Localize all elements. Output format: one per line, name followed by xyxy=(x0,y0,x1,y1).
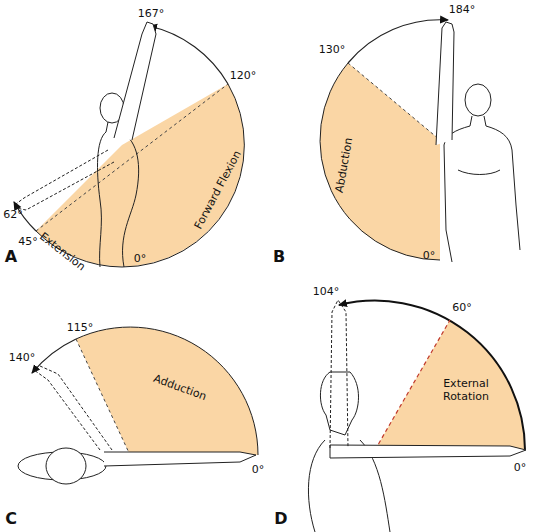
angle-label: 45° xyxy=(18,236,38,249)
angle-label: 0° xyxy=(423,250,436,263)
angle-label: 115° xyxy=(67,322,94,335)
motion-label: External Rotation xyxy=(430,378,502,403)
angle-label: 62° xyxy=(3,209,23,222)
angle-label: 60° xyxy=(452,302,472,315)
angle-label: 0° xyxy=(252,464,265,477)
angle-label: 0° xyxy=(134,253,147,266)
angle-label: 140° xyxy=(9,352,36,365)
panel-letter: B xyxy=(273,248,285,266)
angle-label: 184° xyxy=(449,4,476,17)
angle-label: 130° xyxy=(319,44,346,57)
angle-label: 104° xyxy=(313,286,340,299)
panel-b-drawing xyxy=(320,20,520,262)
angle-label: 0° xyxy=(514,462,527,475)
panel-d-drawing xyxy=(308,300,526,532)
panel-c-drawing xyxy=(18,327,258,484)
angle-label: 167° xyxy=(138,8,165,21)
panel-letter: D xyxy=(274,510,287,528)
angle-label: 120° xyxy=(230,70,257,83)
panel-letter: C xyxy=(5,510,17,528)
panel-letter: A xyxy=(5,248,17,266)
panel-a-drawing xyxy=(14,22,244,267)
